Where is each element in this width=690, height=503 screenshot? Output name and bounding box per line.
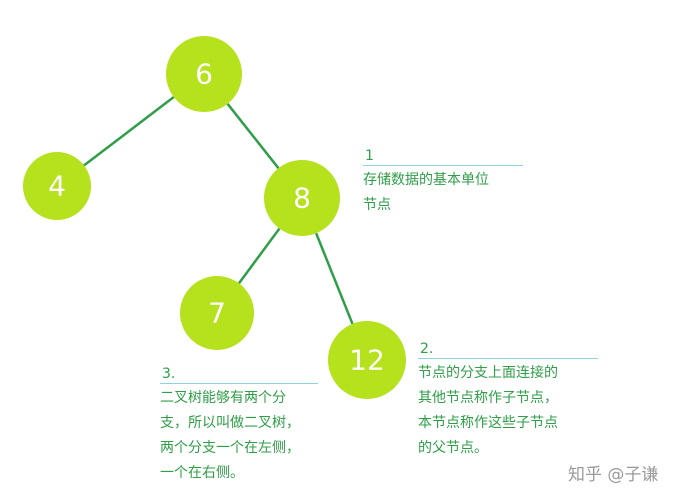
node-label-8: 8 bbox=[293, 182, 311, 215]
node-label-6: 6 bbox=[195, 58, 213, 91]
note-1-number: 1 bbox=[365, 148, 374, 164]
node-circle-4 bbox=[23, 152, 91, 220]
note-1: 1 存储数据的基本单位 节点 bbox=[363, 147, 523, 218]
edge-n8-n12 bbox=[314, 232, 354, 325]
tree-node-8: 8 bbox=[264, 160, 340, 236]
watermark: 知乎 @子谦 bbox=[568, 465, 659, 485]
node-circle-7 bbox=[180, 276, 254, 350]
edge-n6-n4 bbox=[83, 96, 175, 167]
node-circle-12 bbox=[328, 321, 406, 399]
edge-n6-n8 bbox=[226, 103, 280, 169]
note-3-line-2: 支，所以叫做二叉树， bbox=[160, 415, 300, 431]
note-1-rule bbox=[363, 165, 523, 166]
tree-nodes: 6 4 8 7 12 bbox=[23, 36, 406, 399]
node-circle-6 bbox=[166, 36, 242, 112]
node-label-12: 12 bbox=[349, 344, 385, 377]
note-2: 2. 节点的分支上面连接的 其他节点称作子节点， 本节点称作这些子节点 的父节点… bbox=[418, 340, 598, 461]
note-3-line-3: 两个分支一个在左侧， bbox=[160, 440, 300, 456]
node-circle-8 bbox=[264, 160, 340, 236]
note-2-rule bbox=[418, 358, 598, 359]
edge-n8-n7 bbox=[237, 227, 281, 284]
note-3: 3. 二叉树能够有两个分 支，所以叫做二叉树， 两个分支一个在左侧， 一个在右侧… bbox=[160, 365, 318, 486]
node-label-4: 4 bbox=[48, 170, 66, 203]
note-1-line-2: 节点 bbox=[363, 197, 391, 213]
note-2-line-1: 节点的分支上面连接的 bbox=[418, 365, 558, 381]
note-3-line-4: 一个在右侧。 bbox=[160, 465, 244, 481]
note-3-rule bbox=[160, 383, 318, 384]
tree-node-7: 7 bbox=[180, 276, 254, 350]
tree-node-6: 6 bbox=[166, 36, 242, 112]
note-2-line-2: 其他节点称作子节点， bbox=[418, 390, 558, 406]
node-label-7: 7 bbox=[208, 297, 226, 330]
note-2-line-3: 本节点称作这些子节点 bbox=[418, 415, 558, 431]
note-2-number: 2. bbox=[420, 341, 434, 357]
tree-node-12: 12 bbox=[328, 321, 406, 399]
note-1-line-1: 存储数据的基本单位 bbox=[363, 172, 489, 188]
note-3-number: 3. bbox=[162, 366, 176, 382]
note-2-line-4: 的父节点。 bbox=[418, 440, 488, 456]
note-3-line-1: 二叉树能够有两个分 bbox=[160, 390, 286, 406]
tree-edges bbox=[83, 96, 354, 325]
tree-node-4: 4 bbox=[23, 152, 91, 220]
